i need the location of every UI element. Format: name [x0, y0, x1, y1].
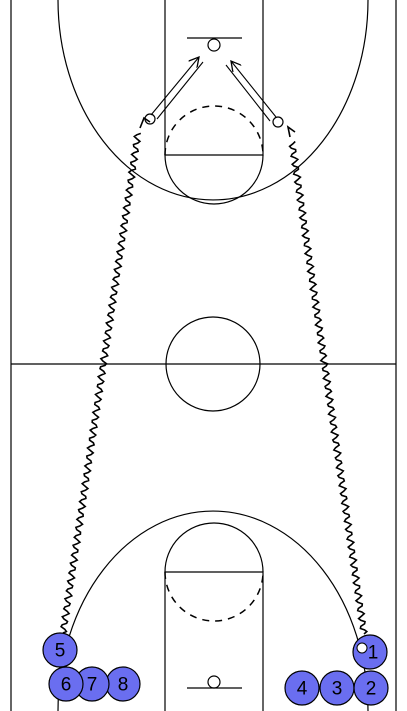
- player-6: 6: [48, 666, 84, 702]
- player-number: 1: [368, 643, 379, 664]
- dribble-path-player-5: [60, 132, 142, 634]
- player-3: 3: [319, 670, 355, 706]
- player-number: 3: [332, 679, 343, 700]
- shot-arrow-left-shadow: [156, 61, 204, 120]
- key-bottom: [164, 571, 264, 711]
- players: 5 876 4 3 2 1: [42, 632, 389, 706]
- shot-arrows: [150, 57, 277, 122]
- free-throw-circle-top-solid: [164, 154, 264, 205]
- player-number: 5: [55, 641, 66, 662]
- player-circle: [42, 632, 78, 668]
- three-point-arc-top: [57, 0, 369, 201]
- rim-top: [207, 38, 221, 52]
- player-8: 8: [105, 666, 141, 702]
- player-circle: [48, 666, 84, 702]
- player-number: 6: [61, 675, 72, 696]
- right-elbow-spot: [272, 116, 284, 128]
- left-elbow-spot: [144, 113, 156, 125]
- shot-arrow-right-shadow: [225, 64, 271, 122]
- player-2: 2: [353, 670, 389, 706]
- player-4: 4: [284, 670, 320, 706]
- dribble-path-player-5-arrowhead-icon: [139, 116, 151, 129]
- center-circle: [165, 316, 261, 412]
- player-circle: [353, 670, 389, 706]
- rim-bottom: [207, 675, 221, 689]
- key-top: [164, 0, 264, 156]
- dribble-path-player-1: [288, 140, 369, 635]
- dribble-path-player-1-arrowhead-icon: [286, 125, 296, 138]
- dribble-paths: [60, 116, 369, 635]
- player-number: 4: [297, 679, 308, 700]
- ball-icon: [356, 642, 368, 654]
- player-1: 1: [352, 634, 388, 670]
- three-point-arc-bottom: [57, 510, 369, 711]
- shot-arrow-left: [150, 57, 199, 116]
- player-number: 2: [366, 679, 377, 700]
- shot-arrow-right: [231, 61, 277, 118]
- free-throw-circle-top-dashed: [164, 105, 264, 156]
- player-5: 5: [42, 632, 78, 668]
- player-circle: [284, 670, 320, 706]
- free-throw-circle-bottom-solid: [164, 522, 264, 573]
- player-number: 8: [118, 675, 129, 696]
- player-number: 7: [87, 675, 98, 696]
- free-throw-circle-bottom-dashed: [164, 571, 264, 622]
